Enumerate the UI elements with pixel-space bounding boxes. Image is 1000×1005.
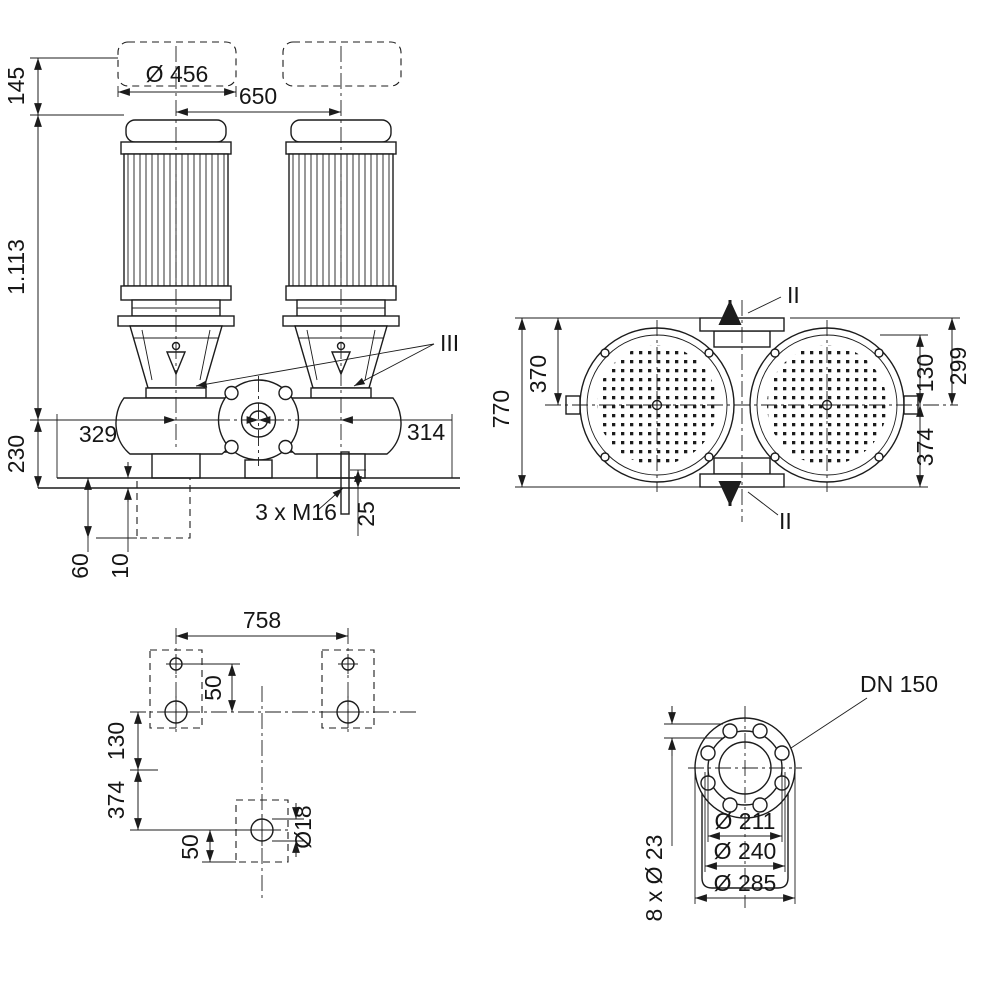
flange-dims: DN 150 8 x Ø 23 Ø 211 Ø 240 Ø 285 bbox=[641, 671, 938, 921]
dim-240-label: Ø 240 bbox=[714, 838, 777, 864]
foundation-dims: 758 50 130 374 50 Ø18 bbox=[103, 607, 348, 863]
top-view: II II 770 370 130 299 374 bbox=[488, 282, 971, 534]
dim-374-label: 374 bbox=[912, 428, 938, 467]
motor-removal-clearance-right bbox=[282, 41, 402, 87]
motor-removal-clearance-left bbox=[117, 41, 237, 87]
height-dimension-chain: 145 1.113 230 bbox=[3, 57, 124, 488]
label-dn150: DN 150 bbox=[860, 671, 938, 697]
anchor-callout: 3 x M16 25 bbox=[255, 469, 379, 536]
dim-145-label: 145 bbox=[3, 67, 29, 105]
dim-329-314: 329 314 bbox=[56, 414, 453, 478]
dim-50-bottom-label: 50 bbox=[177, 834, 203, 860]
seal-section-callout: III bbox=[195, 330, 459, 388]
dim-770-label: 770 bbox=[488, 390, 514, 428]
dim-299-label: 299 bbox=[945, 347, 971, 385]
foundation-dims: 60 10 bbox=[67, 462, 137, 579]
dim-130-label: 130 bbox=[912, 354, 938, 392]
label-ii-bottom: II bbox=[779, 508, 792, 534]
dim-130-found-label: 130 bbox=[103, 722, 129, 760]
dim-230-label: 230 bbox=[3, 435, 29, 473]
dim-370-label: 370 bbox=[525, 355, 551, 393]
dim-211-label: Ø 211 bbox=[715, 808, 776, 834]
dim-50-top-label: 50 bbox=[200, 675, 226, 701]
dim-650-label: 650 bbox=[239, 83, 277, 109]
dim-456-label: Ø 456 bbox=[146, 61, 209, 87]
anchor-bolt bbox=[340, 451, 350, 515]
top-view-dims: 770 370 130 299 374 bbox=[488, 317, 971, 488]
dim-650: 650 bbox=[176, 83, 341, 116]
label-ii-top: II bbox=[787, 282, 800, 308]
dim-10-label: 10 bbox=[107, 553, 133, 579]
flange-bolt-holes bbox=[700, 723, 790, 813]
anchor-label: 3 x M16 bbox=[255, 499, 337, 525]
flange-view: DN 150 8 x Ø 23 Ø 211 Ø 240 Ø 285 bbox=[641, 671, 938, 921]
foundation-block bbox=[136, 477, 191, 539]
label-bolt-holes: 8 x Ø 23 bbox=[641, 835, 667, 922]
base-pad-bottom bbox=[235, 799, 289, 863]
dim-285-label: Ø 285 bbox=[714, 870, 777, 896]
center-discharge-flange bbox=[214, 376, 303, 479]
dim-374-found-label: 374 bbox=[103, 781, 129, 820]
dim-758-label: 758 bbox=[243, 607, 281, 633]
dim-60-label: 60 bbox=[67, 553, 93, 579]
section-ii-markers: II II bbox=[718, 282, 800, 534]
dim-329-label: 329 bbox=[79, 421, 117, 447]
dim-18-label: Ø18 bbox=[290, 805, 316, 848]
dim-456: Ø 456 bbox=[117, 61, 237, 97]
front-view: Ø 456 650 145 1.113 230 bbox=[3, 41, 460, 579]
dim-1113-label: 1.113 bbox=[3, 239, 29, 295]
dim-25-label: 25 bbox=[353, 501, 379, 527]
foundation-view: 758 50 130 374 50 Ø18 bbox=[103, 607, 420, 898]
dim-314-label: 314 bbox=[407, 419, 446, 445]
label-iii: III bbox=[440, 330, 459, 356]
foundation-holes bbox=[160, 654, 364, 846]
